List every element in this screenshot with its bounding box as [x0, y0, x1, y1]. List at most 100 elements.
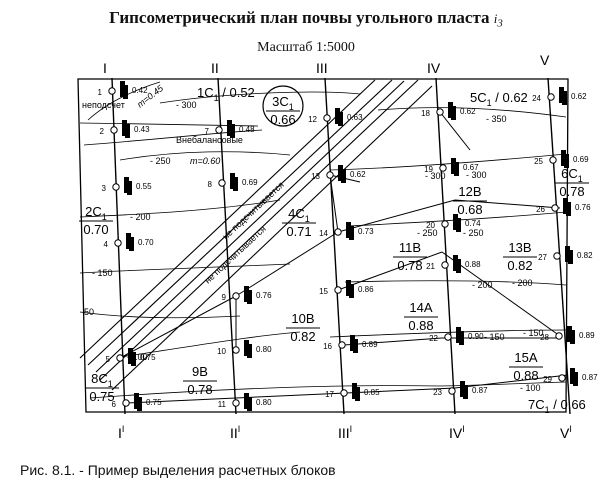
- thickness-bar: [346, 280, 351, 296]
- block-label: 7C1 / 0.66: [528, 397, 586, 415]
- point-thickness: 0.80: [256, 398, 272, 407]
- title-symbol: i3: [493, 11, 503, 30]
- point-thickness: 0.62: [460, 107, 476, 116]
- point-number: 20: [426, 221, 435, 230]
- contour-250-upper: [119, 151, 291, 161]
- point-number: 7: [205, 127, 210, 136]
- thickness-bar-shadow: [566, 202, 571, 216]
- block-number: 9B: [192, 364, 208, 379]
- thickness-bar: [120, 81, 125, 97]
- block-thickness: 0.88: [513, 368, 538, 383]
- thickness-bar: [128, 348, 133, 364]
- col-bottom-2: III: [230, 424, 240, 441]
- block-number: 10B: [291, 311, 314, 326]
- contour-100-left: [119, 331, 301, 358]
- col-top-5: V: [540, 52, 550, 68]
- thickness-bar-shadow: [131, 352, 136, 366]
- block-number: 12B: [458, 184, 481, 199]
- point-thickness: 0.88: [465, 260, 481, 269]
- thickness-bar-shadow: [570, 330, 575, 344]
- boundary-14-20: [337, 199, 456, 233]
- thickness-bar: [134, 393, 139, 409]
- point-number: 16: [323, 342, 332, 351]
- contour-label-11: - 150: [523, 328, 544, 338]
- point-number: 1: [98, 88, 103, 97]
- point-number: 29: [543, 375, 552, 384]
- thickness-bar: [227, 120, 232, 136]
- scale-label: Масштаб 1:5000: [257, 40, 355, 55]
- col-top-4: IV: [427, 60, 441, 76]
- point-marker: [340, 389, 348, 397]
- point-thickness: 0.75: [146, 398, 162, 407]
- column-headers-bottom: II III IIII IVI VI: [118, 424, 572, 441]
- thickness-bar: [448, 102, 453, 118]
- point-marker: [436, 108, 444, 116]
- point-thickness: 0.80: [256, 345, 272, 354]
- fault-line-5: [111, 85, 433, 391]
- point-marker: [547, 93, 555, 101]
- thickness-bar: [453, 255, 458, 271]
- thickness-bar-shadow: [562, 91, 567, 105]
- point-number: 3: [102, 184, 107, 193]
- point-thickness: 0.89: [362, 340, 378, 349]
- fault-line-2: [87, 79, 393, 366]
- thickness-bar: [350, 335, 355, 351]
- col-bottom-5: VI: [560, 424, 572, 441]
- contour-label-1: - 350: [486, 114, 507, 124]
- col-top-2: II: [211, 60, 219, 76]
- col-bottom-4: IVI: [449, 424, 465, 441]
- plan-frame: [77, 78, 569, 413]
- contour-label-6: - 100: [127, 352, 148, 362]
- thickness-bar: [559, 87, 564, 103]
- point-number: 21: [426, 262, 435, 271]
- point-number: 12: [308, 115, 317, 124]
- col-bottom-3: IIII: [338, 424, 352, 441]
- thickness-bar-shadow: [349, 226, 354, 240]
- contour-label-7: 50: [84, 307, 94, 317]
- thickness-bar-shadow: [456, 259, 461, 273]
- boundary-bottom-right: [454, 374, 569, 389]
- thickness-bar: [453, 214, 458, 230]
- point-number: 25: [534, 157, 543, 166]
- thickness-bar: [352, 383, 357, 399]
- point-marker: [553, 252, 561, 260]
- boundary-bottom: [125, 387, 456, 404]
- block-5c1: 5C1 / 0.62: [470, 90, 528, 108]
- thickness-bar: [122, 120, 127, 136]
- contour-100-bottom: [89, 385, 441, 399]
- thickness-bar-shadow: [355, 387, 360, 401]
- point-thickness: 0.43: [134, 125, 150, 134]
- block-number: 14A: [409, 300, 432, 315]
- point-marker: [558, 374, 566, 382]
- boundary-15-21: [337, 251, 443, 291]
- thickness-bar-shadow: [137, 397, 142, 411]
- page-title: Гипсометрический план почвы угольного пл…: [0, 8, 612, 30]
- point-thickness: 0.76: [256, 291, 272, 300]
- point-thickness: 0.67: [463, 163, 479, 172]
- contour-label-16: - 150: [484, 332, 505, 342]
- note-m060: m=0.60: [190, 156, 220, 166]
- col-bottom-1: II: [118, 424, 124, 441]
- contour-label-3: - 250: [150, 156, 171, 166]
- thickness-bar-shadow: [338, 112, 343, 126]
- point-number: 28: [540, 333, 549, 342]
- block-thickness: 0.82: [507, 258, 532, 273]
- contour-50: [79, 311, 241, 319]
- thickness-bar-shadow: [353, 339, 358, 353]
- boundary-14-13: [329, 174, 339, 233]
- block-9b: 9B0.78: [183, 364, 217, 397]
- point-number: 6: [112, 400, 117, 409]
- contour-200-right: [344, 280, 567, 286]
- point-thickness: 0.69: [573, 155, 589, 164]
- contour-m060: [83, 129, 263, 146]
